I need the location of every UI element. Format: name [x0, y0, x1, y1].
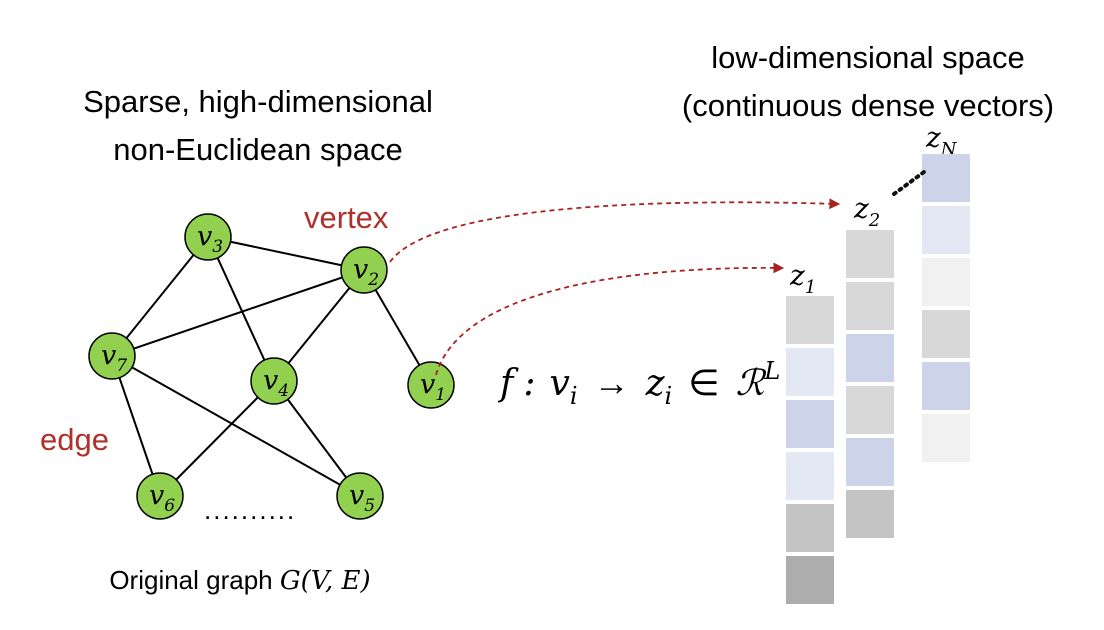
- node-circle: [250, 357, 298, 405]
- vector-cell: [786, 296, 834, 344]
- vector-cell: [922, 362, 970, 410]
- vector-cell: [846, 386, 894, 434]
- vector-cell: [786, 452, 834, 500]
- graph-node-v6: v6: [136, 472, 184, 520]
- node-circle: [407, 361, 455, 409]
- node-label: v3: [197, 221, 223, 257]
- vector-label-z1: z1: [789, 259, 816, 298]
- graph-caption-math: G(V, E): [280, 566, 371, 596]
- node-label: v7: [101, 340, 127, 376]
- edge-label: edge: [40, 422, 109, 457]
- node-label-sub: 5: [364, 496, 375, 516]
- mapping-output-z: z: [645, 363, 666, 404]
- vector-cell: [922, 258, 970, 306]
- mapping-arrow-symbol: →: [594, 362, 630, 403]
- mapping-in-symbol: ∈: [688, 362, 719, 403]
- node-label-base: v: [420, 369, 435, 400]
- graph-caption: Original graph G(V, E): [109, 565, 370, 596]
- node-circle: [184, 213, 232, 261]
- node-label-base: v: [101, 340, 116, 371]
- graph-edge-v3-v4: [207, 236, 275, 382]
- vector-cell: [846, 282, 894, 330]
- graph-caption-prefix: Original graph: [109, 565, 280, 595]
- vector-cell: [922, 154, 970, 202]
- vector-cell: [922, 206, 970, 254]
- graph-edge-v7-v6: [111, 355, 161, 497]
- vector-cell: [786, 348, 834, 396]
- node-label: v6: [149, 480, 175, 516]
- vector-column-zN: [922, 154, 970, 462]
- vector-continuation-dots: [892, 170, 926, 196]
- mapping-arrow-v1-z1: [435, 262, 785, 376]
- mapping-colon: :: [523, 363, 535, 404]
- graph-node-v5: v5: [336, 472, 384, 520]
- vector-label-z2: z2: [853, 192, 880, 231]
- node-label-sub: 3: [212, 237, 223, 257]
- node-circle: [136, 472, 184, 520]
- node-label-base: v: [197, 221, 212, 252]
- mapping-function: f: [497, 363, 519, 404]
- node-label: v1: [420, 369, 446, 405]
- node-label-base: v: [349, 480, 364, 511]
- node-label: v2: [353, 254, 379, 290]
- vector-cell: [846, 230, 894, 278]
- vector-cell: [922, 414, 970, 462]
- vector-cell: [786, 400, 834, 448]
- graph-edge-v2-v4: [273, 269, 365, 382]
- vector-cell: [786, 504, 834, 552]
- node-label-sub: 6: [164, 496, 175, 516]
- vector-cell: [786, 556, 834, 604]
- node-label-sub: 7: [116, 356, 127, 376]
- vector-cell: [846, 334, 894, 382]
- mapping-input-v: v: [550, 363, 570, 404]
- left-heading-line1: Sparse, high-dimensional: [83, 84, 433, 119]
- node-label-base: v: [149, 480, 164, 511]
- graph-edge-v3-v7: [111, 236, 209, 357]
- node-label: v5: [349, 480, 375, 516]
- graph-node-v4: v4: [250, 357, 298, 405]
- graph-edge-v7-v5: [111, 355, 361, 497]
- vector-cell: [846, 438, 894, 486]
- node-label-sub: 4: [277, 381, 289, 401]
- right-heading-line1: low-dimensional space: [711, 40, 1025, 75]
- node-circle: [336, 472, 384, 520]
- graph-node-v1: v1: [407, 361, 455, 409]
- mapping-space-r: ℛ: [736, 363, 767, 404]
- node-label-sub: 2: [367, 270, 379, 290]
- graph-edge-v3-v2: [207, 236, 365, 271]
- graph-node-v2: v2: [340, 246, 388, 294]
- node-label-base: v: [353, 254, 368, 285]
- vector-column-z1: [786, 296, 834, 604]
- graph-node-v7: v7: [88, 332, 136, 380]
- node-circle: [88, 332, 136, 380]
- node-label-base: v: [263, 365, 278, 396]
- vector-cell: [846, 490, 894, 538]
- vector-column-z2: [846, 230, 894, 538]
- node-label-sub: 1: [435, 385, 446, 405]
- mapping-arrow-v2-z2: [389, 198, 841, 263]
- mapping-formula: f : vi → zi ∈ ℛL: [497, 357, 780, 412]
- mapping-input-sub: i: [570, 382, 578, 410]
- graph-edge-v4-v6: [159, 380, 275, 497]
- graph-edge-v2-v7: [111, 269, 365, 357]
- node-label: v4: [263, 365, 289, 401]
- graph-node-v3: v3: [184, 213, 232, 261]
- right-heading-line2: (continuous dense vectors): [682, 88, 1054, 123]
- mapping-output-sub: i: [665, 382, 673, 410]
- vector-cell: [922, 310, 970, 358]
- vertex-label: vertex: [304, 200, 389, 235]
- graph-ellipsis: ..........: [204, 495, 296, 525]
- graph-edge-v4-v5: [273, 380, 361, 497]
- mapping-dimension-l: L: [763, 357, 780, 385]
- left-heading-line2: non-Euclidean space: [113, 132, 403, 167]
- node-circle: [340, 246, 388, 294]
